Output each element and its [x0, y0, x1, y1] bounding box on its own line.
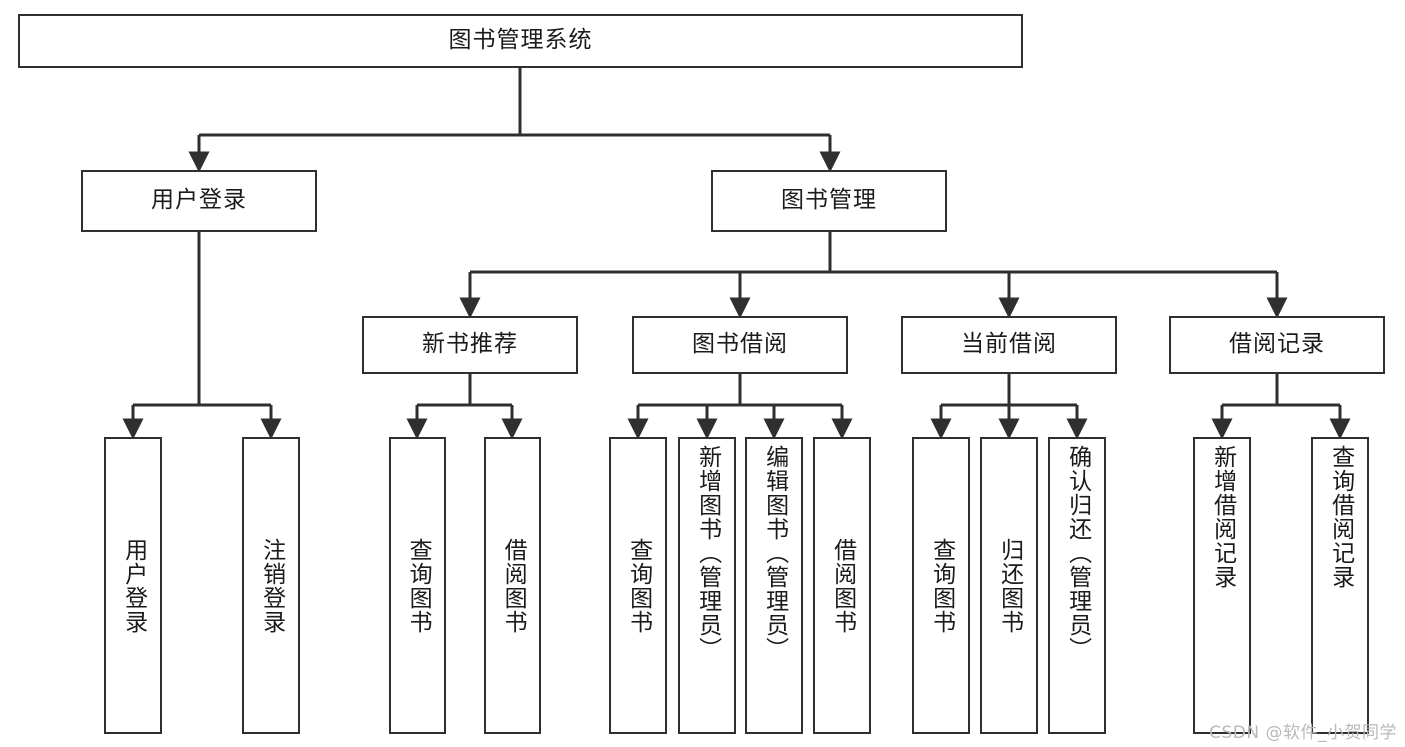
leaf-borrow-record-add-record[interactable]: 新增借阅记录: [1193, 437, 1251, 734]
node-label: 借阅记录: [1229, 331, 1325, 358]
leaf-user-login-signout[interactable]: 注销登录: [242, 437, 300, 734]
leaf-borrow-record-query-record[interactable]: 查询借阅记录: [1311, 437, 1369, 734]
node-label: 图书管理: [781, 187, 877, 214]
node-label: 确认归还（管理员）: [1064, 445, 1091, 661]
leaf-book-borrow-add-book-admin[interactable]: 新增图书（管理员）: [678, 437, 736, 734]
node-label: 借阅图书: [500, 537, 527, 634]
node-label: 查询借阅记录: [1327, 445, 1354, 589]
leaf-new-book-query-book[interactable]: 查询图书: [389, 437, 446, 734]
leaf-book-borrow-query-book[interactable]: 查询图书: [609, 437, 667, 734]
node-new-book-recommend[interactable]: 新书推荐: [362, 316, 578, 374]
node-label: 查询图书: [928, 537, 955, 634]
leaf-new-book-borrow-book[interactable]: 借阅图书: [484, 437, 541, 734]
node-label: 查询图书: [405, 537, 432, 634]
node-label: 图书借阅: [692, 331, 788, 358]
leaf-book-borrow-edit-book-admin[interactable]: 编辑图书（管理员）: [745, 437, 803, 734]
node-label: 新书推荐: [422, 331, 518, 358]
node-label: 图书管理系统: [448, 27, 593, 54]
leaf-current-borrow-return-book[interactable]: 归还图书: [980, 437, 1038, 734]
node-user-login[interactable]: 用户登录: [81, 170, 317, 232]
leaf-current-borrow-query-book[interactable]: 查询图书: [912, 437, 970, 734]
node-book-borrow[interactable]: 图书借阅: [632, 316, 848, 374]
node-label: 借阅图书: [829, 537, 856, 634]
node-label: 新增借阅记录: [1209, 445, 1236, 589]
node-label: 用户登录: [120, 537, 147, 634]
node-label: 查询图书: [625, 537, 652, 634]
leaf-book-borrow-borrow-book[interactable]: 借阅图书: [813, 437, 871, 734]
node-borrow-record[interactable]: 借阅记录: [1169, 316, 1385, 374]
node-label: 当前借阅: [961, 331, 1057, 358]
node-label: 用户登录: [151, 187, 247, 214]
node-label: 新增图书（管理员）: [694, 445, 721, 661]
leaf-current-borrow-confirm-return-admin[interactable]: 确认归还（管理员）: [1048, 437, 1106, 734]
leaf-user-login-signin[interactable]: 用户登录: [104, 437, 162, 734]
node-book-management[interactable]: 图书管理: [711, 170, 947, 232]
node-label: 编辑图书（管理员）: [761, 445, 788, 661]
node-root-book-management-system[interactable]: 图书管理系统: [18, 14, 1023, 68]
node-label: 注销登录: [258, 537, 285, 634]
node-label: 归还图书: [996, 537, 1023, 634]
node-current-borrow[interactable]: 当前借阅: [901, 316, 1117, 374]
